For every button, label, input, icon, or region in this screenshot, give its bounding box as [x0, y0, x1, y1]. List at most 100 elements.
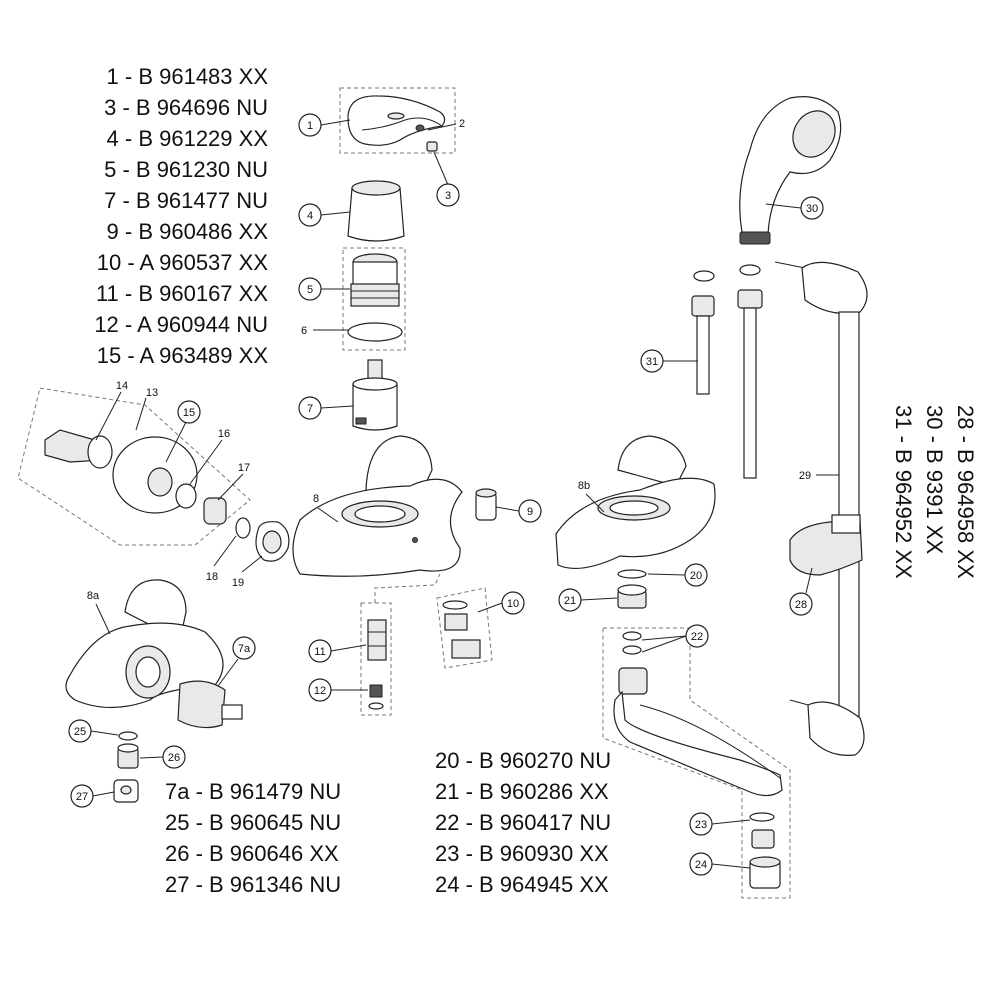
callout-15: [177, 400, 201, 424]
callout-label: 28: [795, 599, 807, 611]
callout-label: 10: [507, 598, 519, 610]
dashed-group-boxes: [17, 87, 791, 899]
callout-23: [689, 812, 713, 836]
part-slide-bar: [774, 261, 868, 756]
part-sleeve: [475, 488, 497, 521]
part-mixer-body-8a: [65, 579, 224, 709]
callout-22: [685, 624, 709, 648]
callout-label: 25: [74, 726, 86, 738]
part-cap: [347, 180, 405, 242]
callout-label: 24: [695, 859, 707, 871]
callout-7: [298, 396, 322, 420]
parts-list-item: 23 - B 960930 XX: [435, 841, 609, 866]
parts-list-item: 7a - B 961479 NU: [165, 779, 341, 804]
callout-3: [436, 183, 460, 207]
part-mixer-body: [292, 435, 463, 577]
parts-list-item: 5 - B 961230 NU: [104, 157, 268, 182]
part-aerator-set: [442, 600, 481, 659]
parts-list-item: 3 - B 964696 NU: [104, 95, 268, 120]
parts-list-item: 20 - B 960270 NU: [435, 748, 611, 773]
callout-label: 16: [218, 428, 230, 440]
callout-label: 13: [146, 387, 158, 399]
part-mixer-body-8b: [555, 435, 716, 609]
callout-label: 12: [314, 685, 326, 697]
part-diverter-cartridge: [113, 680, 243, 803]
callout-label: 11: [314, 646, 325, 658]
parts-list-item: 11 - B 960167 XX: [96, 281, 268, 306]
callout-label: 8b: [578, 480, 590, 492]
parts-list-bottom-right: 20 - B 960270 NU 21 - B 960286 XX 22 - B…: [435, 748, 611, 897]
callout-28: [789, 592, 813, 616]
part-nut: [347, 253, 403, 342]
parts-list-item: 15 - A 963489 XX: [97, 343, 269, 368]
parts-list-item: 22 - B 960417 NU: [435, 810, 611, 835]
callout-27: [70, 784, 94, 808]
callout-label: 7: [307, 403, 313, 415]
callout-label: 17: [238, 462, 250, 474]
callout-31: [640, 349, 664, 373]
callout-5: [298, 277, 322, 301]
part-eccentric-assembly: [44, 429, 290, 562]
part-check-valve: [367, 619, 387, 710]
callout-label: 7a: [238, 643, 251, 655]
parts-list-item: 7 - B 961477 NU: [104, 188, 268, 213]
part-spout: [613, 631, 783, 889]
callout-label: 8: [313, 493, 319, 505]
parts-list-item: 25 - B 960645 NU: [165, 810, 341, 835]
callout-26: [162, 745, 186, 769]
callout-30: [800, 196, 824, 220]
callout-4: [298, 203, 322, 227]
callout-label: 9: [527, 506, 533, 518]
callout-25: [68, 719, 92, 743]
part-hand-shower: [739, 96, 842, 245]
callout-label: 31: [646, 356, 658, 368]
callout-1: [298, 113, 322, 137]
parts-list-item: 4 - B 961229 XX: [107, 126, 269, 151]
parts-list-right-vertical: 28 - B 964958 XX 30 - B 9391 XX 31 - B 9…: [891, 405, 978, 579]
callout-21: [558, 588, 582, 612]
part-hoses: [691, 264, 763, 479]
callout-label: 8a: [87, 590, 100, 602]
callout-label: 21: [564, 595, 576, 607]
callouts: 1 2 3 4 5 6 7 8 8a 8b 9: [68, 113, 839, 876]
callout-24: [689, 852, 713, 876]
parts-list-item: 9 - B 960486 XX: [107, 219, 269, 244]
parts-list-bottom-left: 7a - B 961479 NU 25 - B 960645 NU 26 - B…: [165, 779, 341, 897]
callout-11: [308, 639, 332, 663]
parts-list-item: 28 - B 964958 XX: [953, 405, 978, 579]
callout-label: 29: [799, 470, 811, 482]
callout-7a: [232, 636, 256, 660]
callout-label: 3: [445, 190, 451, 202]
callout-9: [518, 499, 542, 523]
parts-list-item: 24 - B 964945 XX: [435, 872, 609, 897]
callout-20: [684, 563, 708, 587]
callout-12: [308, 678, 332, 702]
callout-label: 1: [307, 120, 313, 132]
callout-label: 20: [690, 570, 702, 582]
callout-label: 18: [206, 571, 218, 583]
parts-list-item: 12 - A 960944 NU: [94, 312, 268, 337]
callout-label: 6: [301, 325, 307, 337]
parts-list-item: 31 - B 964952 XX: [891, 405, 916, 579]
parts-list-item: 21 - B 960286 XX: [435, 779, 609, 804]
parts-list-item: 27 - B 961346 NU: [165, 872, 341, 897]
callout-label: 26: [168, 752, 180, 764]
callout-label: 14: [116, 380, 128, 392]
parts-list-item: 1 - B 961483 XX: [107, 64, 269, 89]
part-lever-handle: [347, 95, 446, 152]
parts-list-item: 26 - B 960646 XX: [165, 841, 339, 866]
callout-label: 27: [76, 791, 88, 803]
callout-label: 30: [806, 203, 818, 215]
callout-label: 22: [691, 631, 703, 643]
callout-label: 5: [307, 284, 313, 296]
callout-label: 15: [183, 407, 195, 419]
callout-label: 19: [232, 577, 244, 589]
parts-list-item: 30 - B 9391 XX: [922, 405, 947, 555]
part-cartridge: [352, 359, 398, 431]
callout-label: 2: [459, 118, 465, 130]
parts-list-item: 10 - A 960537 XX: [97, 250, 269, 275]
callout-label: 4: [307, 210, 313, 222]
parts-list-top-left: 1 - B 961483 XX 3 - B 964696 NU 4 - B 96…: [94, 64, 268, 368]
callout-10: [501, 591, 525, 615]
